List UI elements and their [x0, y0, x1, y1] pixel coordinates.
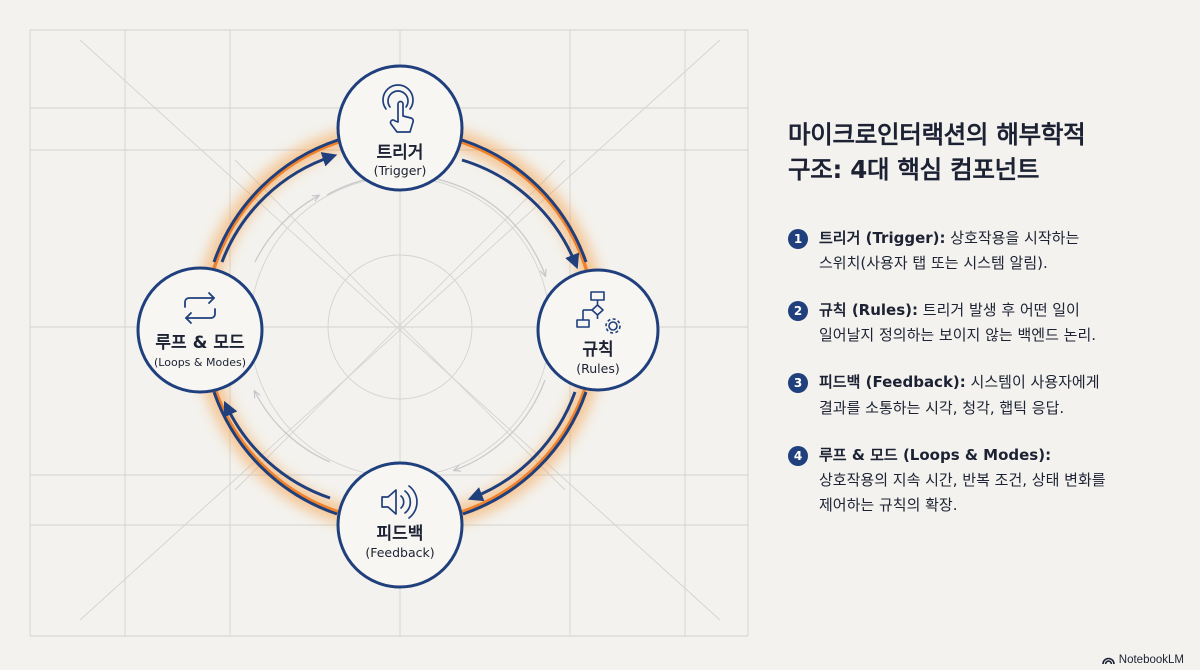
item-text: 시스템이 사용자에게: [965, 373, 1100, 392]
component-list: 1 트리거 (Trigger): 상호작용을 시작하는 스위치(사용자 탭 또는…: [788, 226, 1158, 519]
node-feedback-label: 피드백: [377, 524, 424, 544]
node-loops-sub: (Loops & Modes): [154, 356, 246, 369]
node-rules: 규칙 (Rules): [536, 268, 660, 392]
panel-title-line2: 구조: 4대 핵심 컴포넌트: [788, 154, 1040, 184]
number-badge: 2: [788, 300, 808, 321]
list-item: 1 트리거 (Trigger): 상호작용을 시작하는 스위치(사용자 탭 또는…: [788, 226, 1158, 276]
arrow-rules-to-feedback: [467, 391, 577, 502]
node-rules-label: 규칙: [582, 340, 613, 360]
speaker-icon: [381, 485, 418, 519]
notebooklm-logo-icon: [1101, 657, 1115, 665]
node-rules-sub: (Rules): [576, 361, 619, 376]
number-badge: 4: [788, 445, 808, 466]
node-trigger: 트리거 (Trigger): [336, 64, 464, 192]
item-text: 스위치(사용자 탭 또는 시스템 알림).: [819, 253, 1048, 272]
cycle-diagram: 트리거 (Trigger) 규칙 (Rules) 피드백 (Feedback): [29, 29, 749, 637]
item-heading: 피드백 (Feedback):: [819, 373, 966, 392]
node-trigger-sub: (Trigger): [374, 163, 427, 178]
flowchart-gear-icon: [576, 291, 621, 334]
list-item: 4 루프 & 모드 (Loops & Modes): 상호작용의 지속 시간, …: [788, 443, 1158, 519]
list-item: 2 규칙 (Rules): 트리거 발생 후 어떤 일이 일어날지 정의하는 보…: [788, 298, 1158, 348]
watermark-text: NotebookLM: [1118, 654, 1184, 666]
arrow-feedback-to-loops: [223, 400, 331, 500]
item-text: 제어하는 규칙의 확장.: [819, 496, 958, 515]
cycle-arrows: [212, 138, 588, 516]
list-item: 3 피드백 (Feedback): 시스템이 사용자에게 결과를 소통하는 시각…: [788, 370, 1158, 420]
item-heading: 루프 & 모드 (Loops & Modes):: [819, 445, 1052, 464]
node-trigger-label: 트리거: [377, 143, 424, 163]
item-text: 결과를 소통하는 시각, 청각, 햅틱 응답.: [819, 398, 1065, 417]
node-feedback: 피드백 (Feedback): [336, 461, 464, 589]
item-text: 일어날지 정의하는 보이지 않는 백엔드 논리.: [819, 326, 1097, 345]
item-text: 트리거 발생 후 어떤 일이: [918, 300, 1080, 319]
inner-faint-arrows: [255, 174, 545, 470]
item-heading: 트리거 (Trigger):: [819, 228, 946, 247]
tap-gesture-icon: [382, 84, 415, 133]
number-badge: 3: [788, 373, 808, 394]
node-loops: 루프 & 모드 (Loops & Modes): [136, 266, 264, 394]
watermark: NotebookLM: [1101, 654, 1184, 666]
node-loops-label: 루프 & 모드: [155, 333, 245, 353]
arrow-loops-to-trigger: [220, 152, 338, 263]
item-text: 상호작용의 지속 시간, 반복 조건, 상태 변화를: [819, 470, 1106, 489]
repeat-arrows-icon: [184, 292, 216, 324]
panel-title-line1: 마이크로인터랙션의 해부학적: [788, 120, 1086, 149]
panel-title: 마이크로인터랙션의 해부학적 구조: 4대 핵심 컴포넌트: [788, 118, 1158, 188]
component-panel: 마이크로인터랙션의 해부학적 구조: 4대 핵심 컴포넌트 1 트리거 (Tri…: [788, 118, 1158, 540]
node-feedback-sub: (Feedback): [365, 545, 434, 560]
arrow-trigger-to-rules: [461, 158, 580, 270]
item-heading: 규칙 (Rules):: [819, 300, 919, 319]
number-badge: 1: [788, 228, 808, 249]
item-text: 상호작용을 시작하는: [945, 228, 1080, 247]
